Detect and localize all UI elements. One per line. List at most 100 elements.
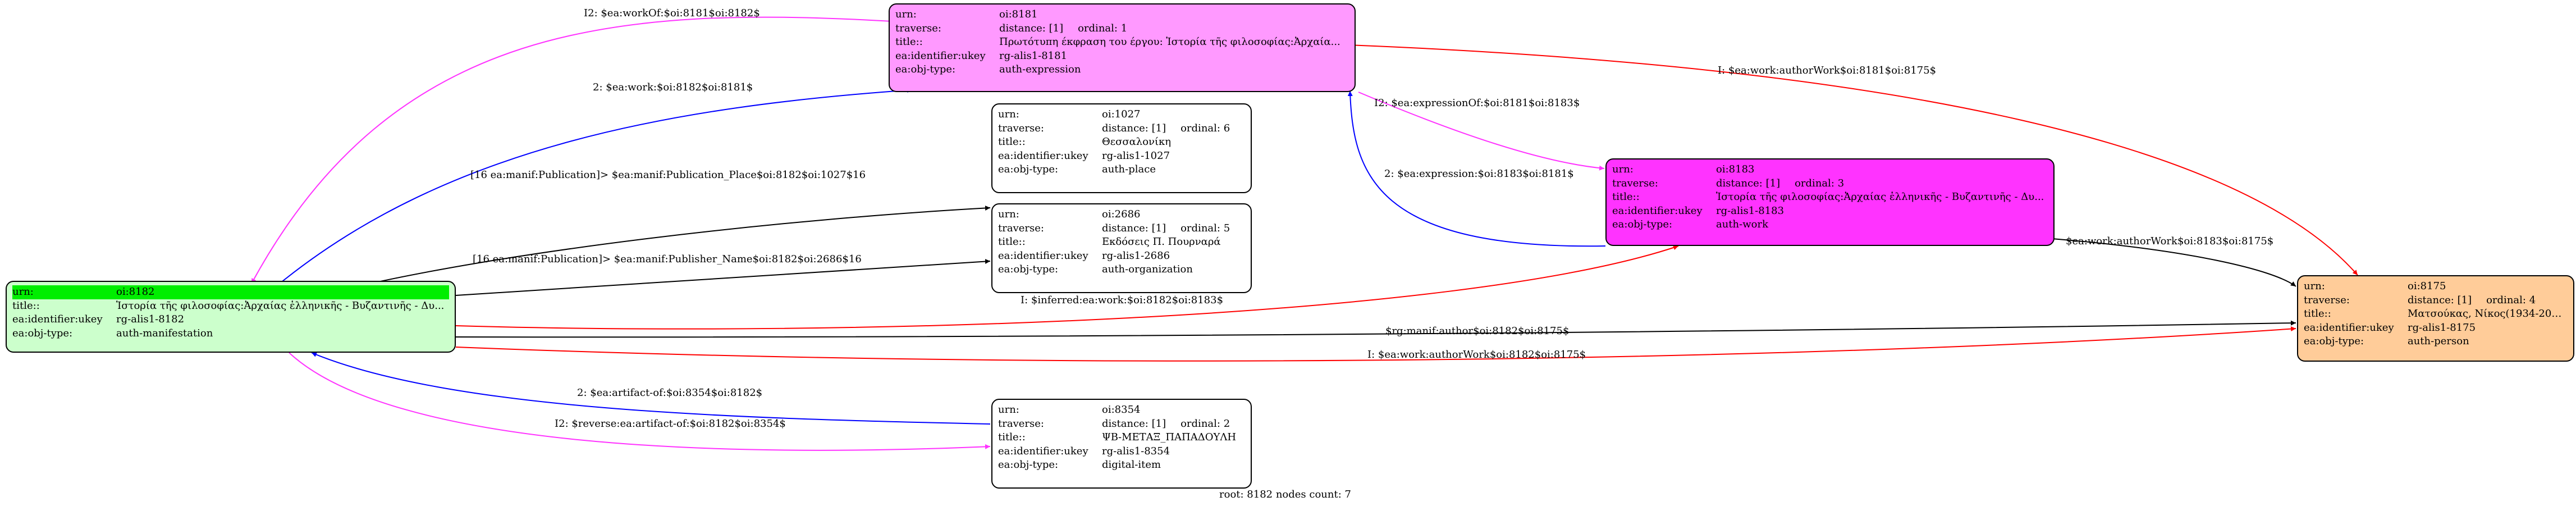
node-row-urn: urn:oi:2686 [998,208,1245,222]
distance-value: distance: [1] [1102,222,1166,234]
node-row-title: title::Ματσούκας, Νίκος(1934-2006) [2304,307,2568,321]
node-8175[interactable]: urn:oi:8175 traverse: distance: [1] ordina… [2297,275,2574,362]
ordinal-label: ordinal: [1795,177,1834,189]
field-value: distance: [1]ordinal: 4 [2408,294,2568,308]
distance-value: distance: [1] [1102,122,1166,134]
edge-place [333,206,991,293]
node-row-traverse: traverse:distance: [1]ordinal: 2 [998,417,1245,431]
edge-label-inferred: I: $inferred:ea:work:$oi:8182$oi:8183$ [1021,294,1224,306]
edge-publisher [455,259,991,296]
edge-label-workof: I2: $ea:workOf:$oi:8181$oi:8182$ [584,7,760,19]
field-key: traverse: [998,222,1044,234]
edge-label-authorwork-8181: I: $ea:work:authorWork$oi:8181$oi:8175$ [1718,65,1937,76]
field-value: oi:8183 [1716,163,1755,175]
ordinal-value: 6 [1223,122,1230,134]
field-value: Ματσούκας, Νίκος(1934-2006) [2408,308,2568,320]
ordinal-label: ordinal: [1078,22,1118,34]
field-key: urn: [2304,280,2325,292]
node-row-objtype: ea:obj-type:auth-work [1612,218,2048,232]
field-value: oi:8181 [999,8,1038,20]
node-8182[interactable]: urn:oi:8182 title::Ἱστορία τῆς φιλοσοφία… [6,281,456,353]
field-value: Πρωτότυπη έκφραση του έργου: Ἱστορία τῆς… [999,36,1340,48]
edge-label-artifact: 2: $ea:artifact-of:$oi:8354$oi:8182$ [577,387,763,399]
field-value: auth-person [2408,335,2469,347]
edge-expressionof [1358,92,1605,171]
distance-value: distance: [1] [1102,417,1166,430]
node-2686[interactable]: urn:oi:2686 traverse: distance: [1] ordina… [991,203,1252,293]
field-value: auth-work [1716,218,1768,230]
field-value: oi:1027 [1102,108,1141,120]
field-value: rg-alis1-8183 [1716,204,1785,217]
ordinal-label: ordinal: [1181,222,1220,234]
field-key: title:: [998,136,1026,148]
field-key: urn: [895,8,917,20]
edge-label-expressionof: I2: $ea:expressionOf:$oi:8181$oi:8183$ [1374,97,1580,109]
field-value: rg-alis1-1027 [1102,149,1170,162]
field-value: oi:8182 [116,285,449,299]
field-value: distance: [1] ordinal: 5 [1102,222,1245,236]
field-key: urn: [998,108,1019,120]
field-key: urn: [998,208,1019,220]
edge-label-expression: 2: $ea:expression:$oi:8183$oi:8181$ [1384,168,1574,180]
node-row-objtype: ea:obj-type:auth-organization [998,263,1245,277]
ordinal-label: ordinal: [1181,417,1220,430]
node-row-title: title::Εκδόσεις Π. Πουρναρά [998,235,1245,249]
node-row-objtype: ea:obj-type:auth-expression [895,63,1349,77]
edge-label-reverse-artifact: I2: $reverse:ea:artifact-of:$oi:8182$oi:… [555,418,786,430]
field-key: traverse: [2304,294,2350,306]
field-value: auth-expression [999,63,1081,75]
edge-authorwork-8183 [2051,238,2296,287]
edge-label-work: 2: $ea:work:$oi:8182$oi:8181$ [593,81,753,93]
distance-value: distance: [1] [999,22,1064,34]
field-key: traverse: [1612,177,1658,189]
node-1027[interactable]: urn: oi:1027 traverse: distance: [1]ordina… [991,103,1252,193]
node-row-objtype: ea:obj-type:auth-manifestation [12,327,449,341]
ordinal-label: ordinal: [2486,294,2526,306]
edge-work [279,88,913,284]
field-key: traverse: [998,122,1044,134]
node-8354[interactable]: urn:oi:8354 traverse:distance: [1]ordina… [991,399,1252,489]
field-key: ea:identifier:ukey [895,49,986,62]
field-key: urn: [998,404,1019,416]
edge-label-authorwork-8182: I: $ea:work:authorWork$oi:8182$oi:8175$ [1367,349,1586,361]
edge-artifact [311,352,991,425]
field-value: Ἱστορία τῆς φιλοσοφίας:Ἀρχαίας ἑλληνικῆς… [1716,191,2044,203]
edge-expression [1347,90,1606,247]
field-key: urn: [1612,163,1634,175]
field-value: rg-alis1-2686 [1102,249,1170,262]
field-key: title:: [895,36,923,48]
field-value: distance: [1]ordinal: 6 [1102,122,1245,136]
edge-workof [251,16,893,284]
ordinal-value: 3 [1837,177,1845,189]
edge-label-publisher: [16 ea:manif:Publication]> $ea:manif:Pub… [473,253,862,265]
node-row-traverse: traverse: distance: [1]ordinal: 6 [998,122,1245,136]
edge-manif-author [455,320,2296,338]
node-row-traverse: traverse:distance: [1]ordinal: 3 [1612,177,2048,191]
ordinal-value: 2 [1223,417,1230,430]
field-key: ea:obj-type: [998,459,1059,471]
field-value: auth-manifestation [116,327,213,339]
edge-label-place: [16 ea:manif:Publication]> $ea:manif:Pub… [470,169,866,181]
node-row-title: title::Πρωτότυπη έκφραση του έργου: Ἱστο… [895,35,1349,49]
node-row-title: title::ΨΒ-ΜΕΤΑΞ_ΠΑΠΑΔΟΥΛΗ [998,431,1245,445]
ordinal-value: 5 [1223,222,1230,234]
node-8183[interactable]: urn: oi:8183 traverse:distance: [1]ordina… [1605,158,2055,246]
field-value: distance: [1] ordinal: 2 [1102,417,1245,431]
distance-value: distance: [1] [2408,294,2472,306]
field-key: title:: [12,299,40,312]
node-row-objtype: ea:obj-type:auth-person [2304,335,2568,349]
node-row-urn: urn:oi:8182 [12,285,449,299]
field-key: ea:obj-type: [998,163,1059,175]
node-row-urn: urn:oi:8175 [2304,280,2568,294]
field-key: title:: [998,236,1026,248]
field-key: traverse: [895,22,941,34]
field-value: Θεσσαλονίκη [1102,136,1172,148]
node-row-urn: urn:oi:8354 [998,403,1245,417]
node-8181[interactable]: urn: oi:8181 traverse: distance: [1] ordina… [889,3,1356,92]
